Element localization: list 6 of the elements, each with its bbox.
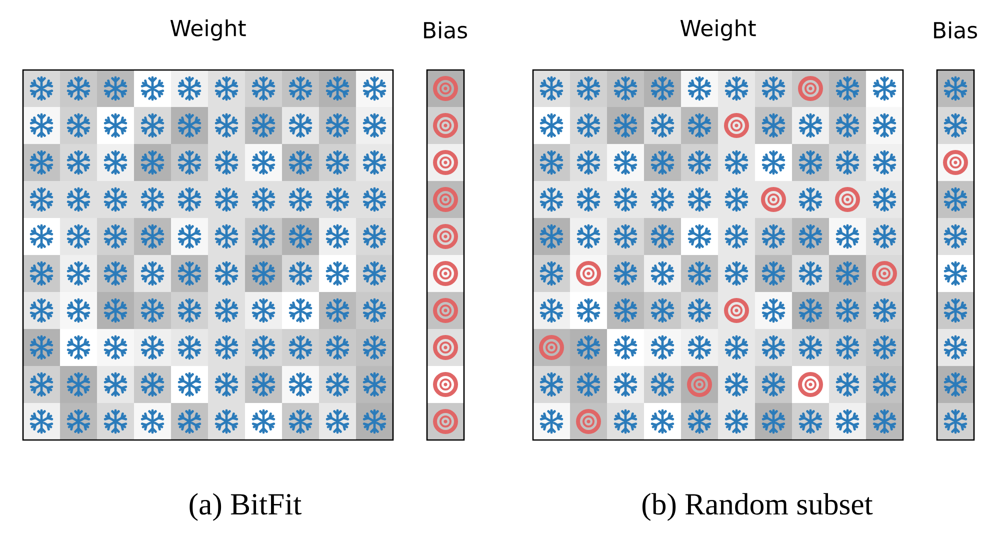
subfigure-caption: (a) BitFit — [190, 493, 302, 521]
column-title: Weight — [680, 19, 756, 41]
column-title: Bias — [934, 22, 978, 38]
subfigure-caption: (b) Random subset — [642, 493, 873, 521]
column-title: Bias — [424, 22, 468, 38]
column-title: Weight — [170, 19, 246, 41]
